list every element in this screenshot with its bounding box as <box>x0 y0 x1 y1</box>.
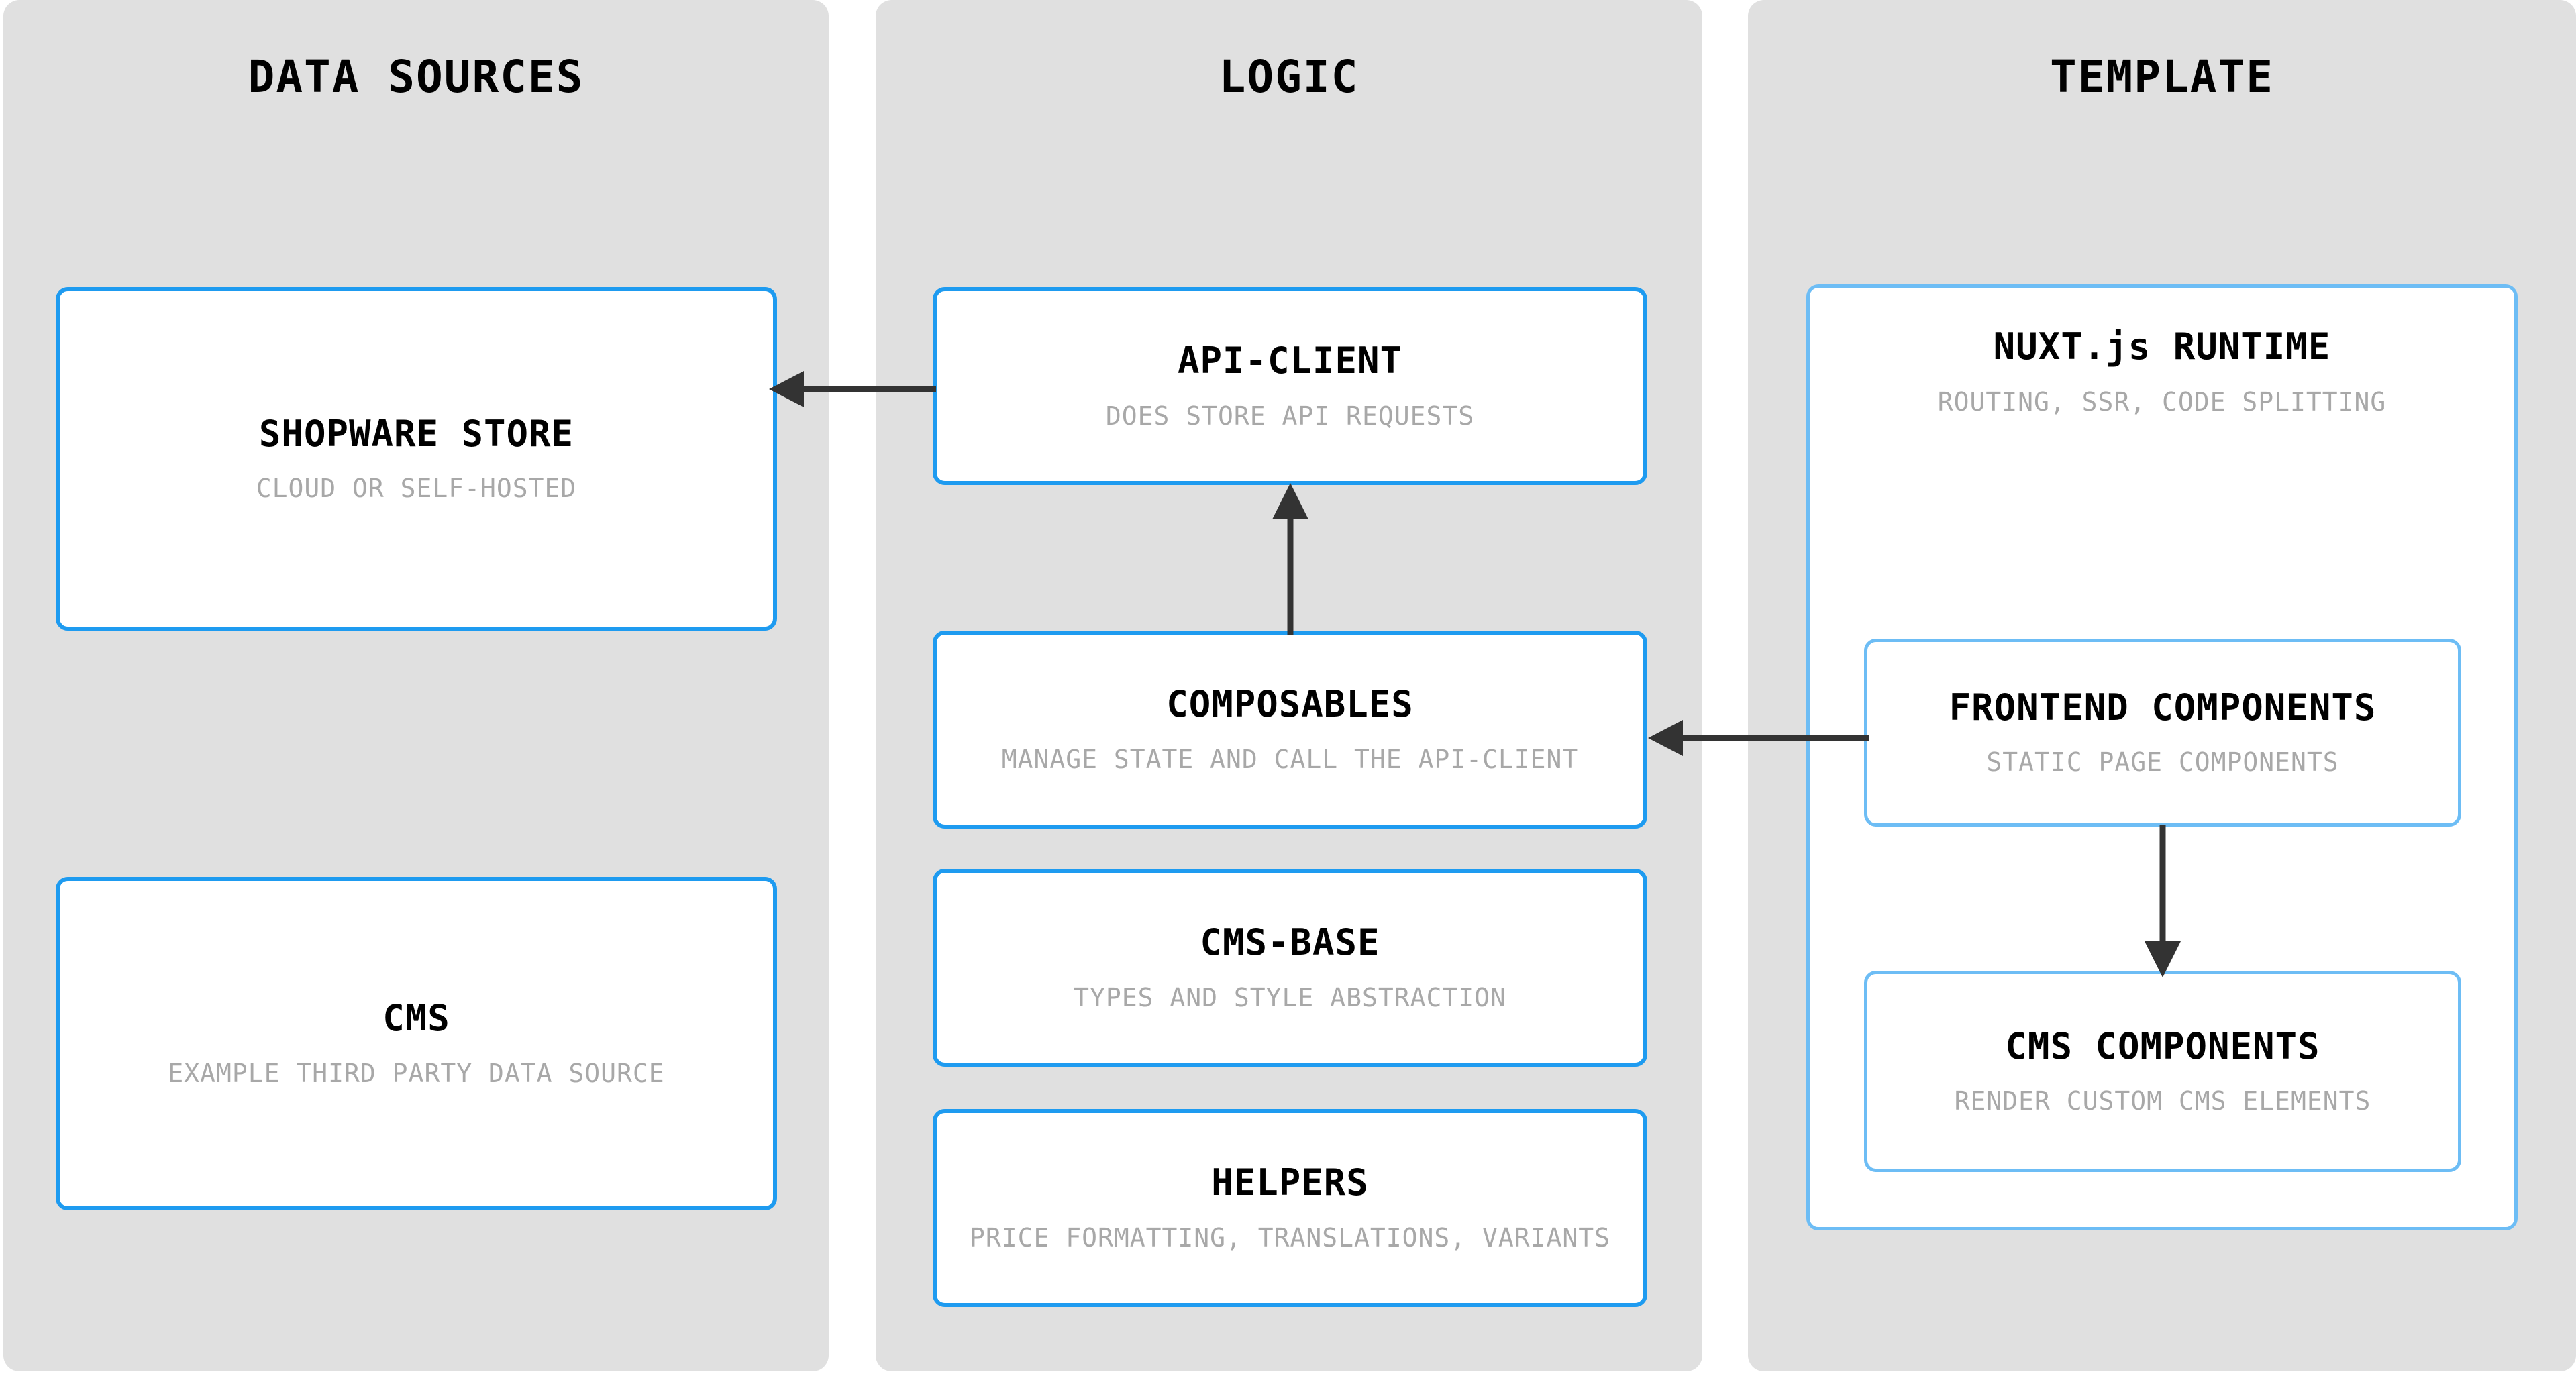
node-title-cms-base: CMS-BASE <box>1200 921 1380 964</box>
node-subtitle-cms-base: TYPES AND STYLE ABSTRACTION <box>1074 982 1506 1012</box>
node-title-api-client: API-CLIENT <box>1177 339 1403 382</box>
panel-title-data-sources: DATA SOURCES <box>248 51 584 103</box>
node-title-cms-components: CMS COMPONENTS <box>2005 1024 2320 1067</box>
panel-title-template: TEMPLATE <box>2050 51 2274 103</box>
node-cms[interactable]: CMS EXAMPLE THIRD PARTY DATA SOURCE <box>56 877 777 1210</box>
node-title-cms: CMS <box>382 997 450 1040</box>
node-frontend-components[interactable]: FRONTEND COMPONENTS STATIC PAGE COMPONEN… <box>1864 639 2461 827</box>
node-shopware-store[interactable]: SHOPWARE STORE CLOUD OR SELF-HOSTED <box>56 287 777 631</box>
node-title-frontend-components: FRONTEND COMPONENTS <box>1949 686 2377 729</box>
node-helpers[interactable]: HELPERS PRICE FORMATTING, TRANSLATIONS, … <box>933 1109 1647 1307</box>
node-cms-components[interactable]: CMS COMPONENTS RENDER CUSTOM CMS ELEMENT… <box>1864 971 2461 1172</box>
node-composables[interactable]: COMPOSABLES MANAGE STATE AND CALL THE AP… <box>933 631 1647 829</box>
node-subtitle-cms-components: RENDER CUSTOM CMS ELEMENTS <box>1954 1086 2371 1116</box>
node-subtitle-composables: MANAGE STATE AND CALL THE API-CLIENT <box>1001 744 1579 774</box>
node-subtitle-api-client: DOES STORE API REQUESTS <box>1105 401 1475 431</box>
node-title-shopware-store: SHOPWARE STORE <box>258 412 574 455</box>
node-cms-base[interactable]: CMS-BASE TYPES AND STYLE ABSTRACTION <box>933 869 1647 1067</box>
node-title-helpers: HELPERS <box>1211 1161 1369 1204</box>
node-subtitle-shopware-store: CLOUD OR SELF-HOSTED <box>256 474 577 504</box>
node-subtitle-nuxt-runtime: ROUTING, SSR, CODE SPLITTING <box>1937 386 2387 417</box>
node-api-client[interactable]: API-CLIENT DOES STORE API REQUESTS <box>933 287 1647 485</box>
node-title-composables: COMPOSABLES <box>1166 683 1414 726</box>
node-subtitle-cms: EXAMPLE THIRD PARTY DATA SOURCE <box>168 1058 665 1088</box>
panel-title-logic: LOGIC <box>1219 51 1359 103</box>
node-subtitle-helpers: PRICE FORMATTING, TRANSLATIONS, VARIANTS <box>969 1222 1611 1253</box>
node-subtitle-frontend-components: STATIC PAGE COMPONENTS <box>1986 747 2339 778</box>
node-title-nuxt-runtime: NUXT.js RUNTIME <box>1993 325 2331 368</box>
